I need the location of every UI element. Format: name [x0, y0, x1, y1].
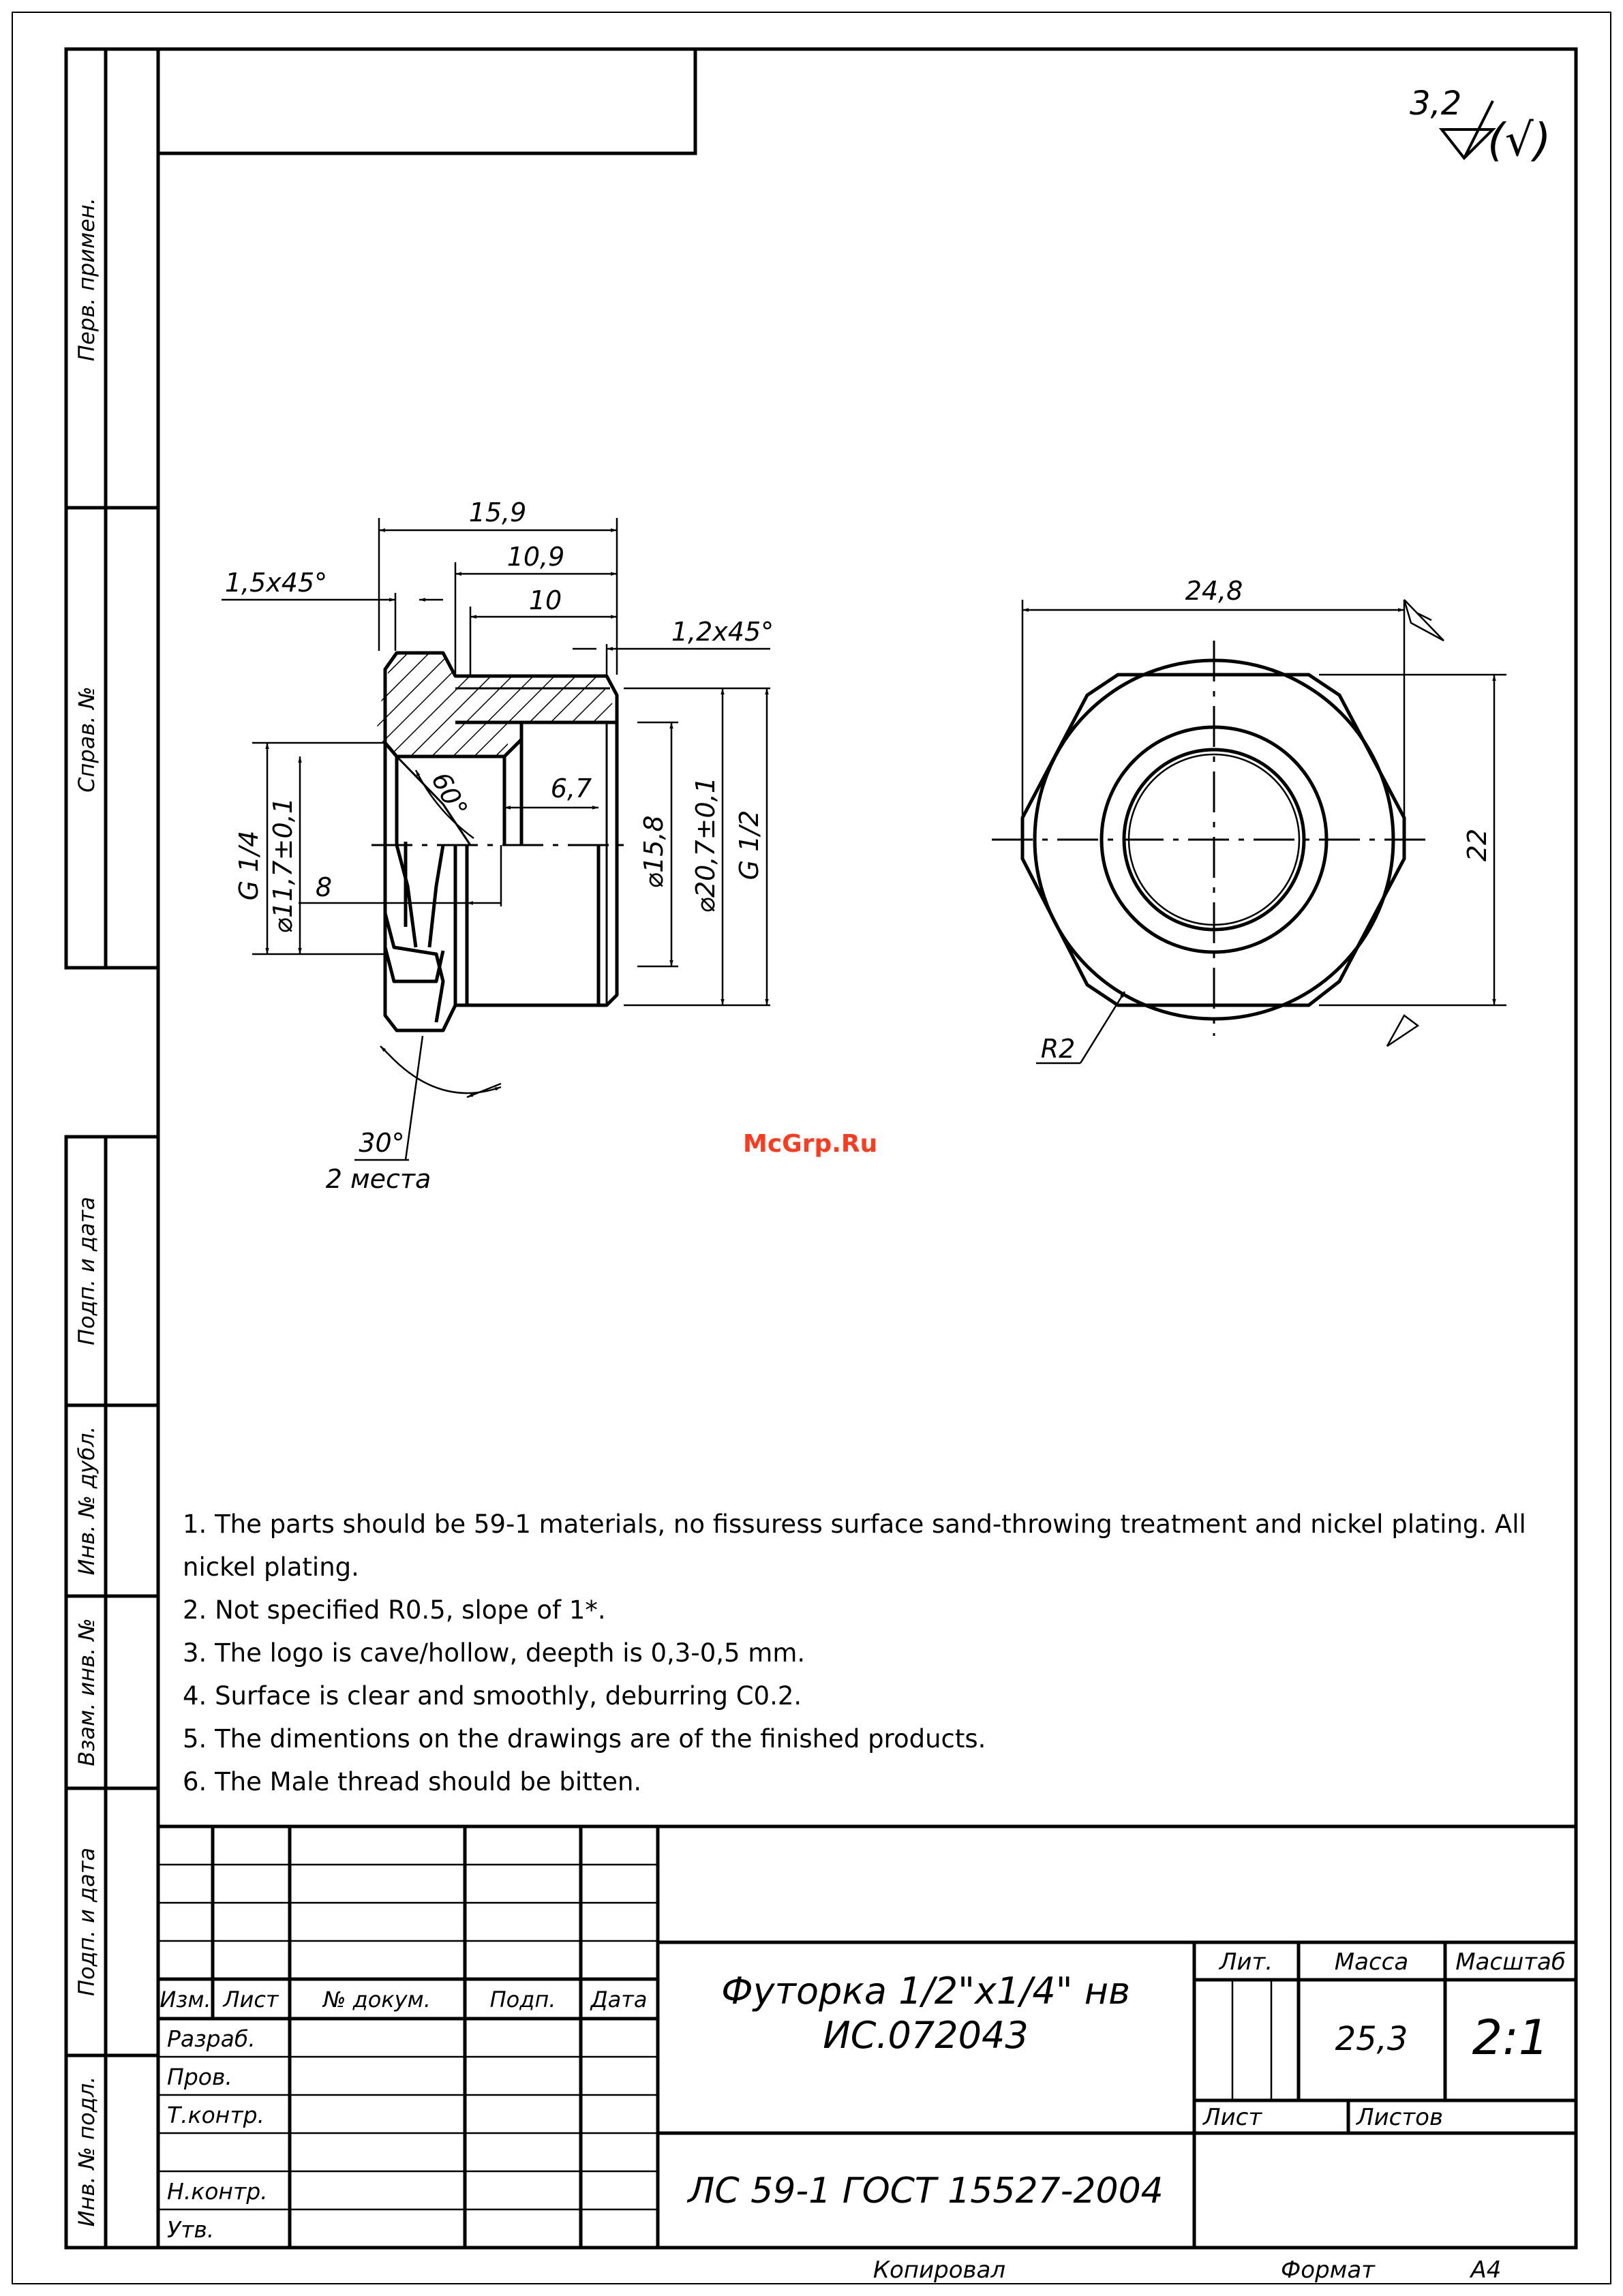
dim-bore-diameter: ⌀15,8 [639, 815, 669, 889]
header-list: Лист [222, 1987, 279, 2012]
section-dimension-labels: 15,9 10,9 10 1,5x45° 1,2x45° 6,7 8 G 1/4… [225, 498, 774, 1194]
dim-bore-depth: 6,7 [551, 774, 592, 803]
roughness-value: 3,2 [1410, 85, 1461, 123]
scale-value: 2:1 [1472, 2010, 1549, 2066]
dim-chamfer-right: 1,2x45° [671, 617, 774, 647]
stamp-label-podp-data-2: Подп. и дата [74, 1848, 100, 1996]
dim-chamfer-places: 2 места [326, 1164, 431, 1194]
title-block-text: Изм. Лист № докум. Подп. Дата Разраб. Пр… [160, 1948, 1565, 2284]
mass-value: 25,3 [1335, 2020, 1408, 2058]
format-value: А4 [1470, 2256, 1502, 2284]
part-title: Футорка 1/2"х1/4" нв [721, 1970, 1130, 2012]
note-5: 5. The dimentions on the drawings are of… [183, 1724, 986, 1754]
dim-total-length: 15,9 [469, 498, 527, 527]
end-view-dimensions [1021, 599, 1506, 1065]
label-lit: Лит. [1218, 1948, 1273, 1976]
label-sheets: Листов [1355, 2104, 1443, 2131]
end-view-dimension-labels: 24,8 22 R2 [1041, 576, 1492, 1064]
stamp-label-sprav: Справ. № [74, 686, 100, 793]
label-mass: Масса [1335, 1948, 1408, 1976]
stamp-label-inv-podl: Инв. № подл. [74, 2077, 100, 2227]
trim-border [12, 12, 1611, 2284]
role-prov: Пров. [167, 2064, 232, 2090]
role-t-kontr: Т.контр. [167, 2102, 264, 2128]
stamp-label-vzam-inv: Взам. инв. № [74, 1618, 100, 1766]
section-view [376, 651, 619, 1032]
roughness-symbol: 3,2 (√) [1410, 85, 1551, 166]
dim-inner-length: 8 [316, 872, 332, 902]
stamp-label-inv-dubl: Инв. № дубл. [74, 1426, 100, 1576]
header-doc-number: № докум. [322, 1987, 431, 2012]
watermark-text: McGrp.Ru [743, 1130, 878, 1158]
header-izm: Изм. [160, 1987, 211, 2012]
label-sheet: Лист [1202, 2104, 1262, 2131]
label-copied: Копировал [873, 2256, 1005, 2284]
title-block [158, 1824, 1576, 2248]
dim-thread-inner: G 1/4 [234, 831, 264, 901]
dim-thread-outer: G 1/2 [734, 810, 764, 881]
top-left-box [158, 49, 697, 155]
label-scale: Масштаб [1455, 1948, 1566, 1976]
dim-length-10: 10 [529, 585, 562, 615]
dim-inner-diameter: ⌀11,7±0,1 [268, 797, 298, 934]
section-hatch-top [376, 653, 615, 756]
dim-width-24-8: 24,8 [1185, 576, 1243, 606]
dim-cone-angle: 60° [425, 767, 473, 822]
technical-notes: 1. The parts should be 59-1 materials, n… [183, 1503, 1553, 1803]
side-stamp-labels: Перв. примен. Справ. № Подп. и дата Инв.… [74, 198, 100, 2226]
dim-across-flats: 22 [1462, 829, 1492, 861]
stamp-label-podp-data-1: Подп. и дата [74, 1197, 100, 1345]
note-4: 4. Surface is clear and smoothly, deburr… [183, 1681, 802, 1711]
header-date: Дата [590, 1987, 648, 2012]
note-1: 1. The parts should be 59-1 materials, n… [183, 1510, 1526, 1582]
role-razrab: Разраб. [167, 2025, 256, 2052]
note-6: 6. The Male thread should be bitten. [183, 1767, 642, 1796]
section-dimensions [222, 518, 770, 1161]
dim-length-10-9: 10,9 [507, 542, 565, 572]
role-utv: Утв. [167, 2216, 214, 2243]
note-2: 2. Not specified R0.5, slope of 1*. [183, 1595, 606, 1625]
role-n-kontr: Н.контр. [167, 2178, 268, 2205]
header-signature: Подп. [490, 1987, 556, 2012]
note-3: 3. The logo is cave/hollow, deepth is 0,… [183, 1638, 806, 1668]
stamp-label-perv-primen: Перв. примен. [74, 198, 100, 361]
side-stamp [64, 47, 160, 2250]
dim-outer-diameter: ⌀20,7±0,1 [691, 777, 721, 913]
roughness-general-mark: (√) [1487, 114, 1551, 166]
part-code: ИС.072043 [823, 2014, 1028, 2057]
dim-radius: R2 [1041, 1034, 1076, 1064]
dim-chamfer-left: 1,5x45° [225, 568, 327, 598]
material-spec: ЛС 59-1 ГОСТ 15527-2004 [686, 2171, 1164, 2211]
label-format: Формат [1281, 2256, 1376, 2284]
dim-chamfer-angle: 30° [359, 1128, 404, 1158]
